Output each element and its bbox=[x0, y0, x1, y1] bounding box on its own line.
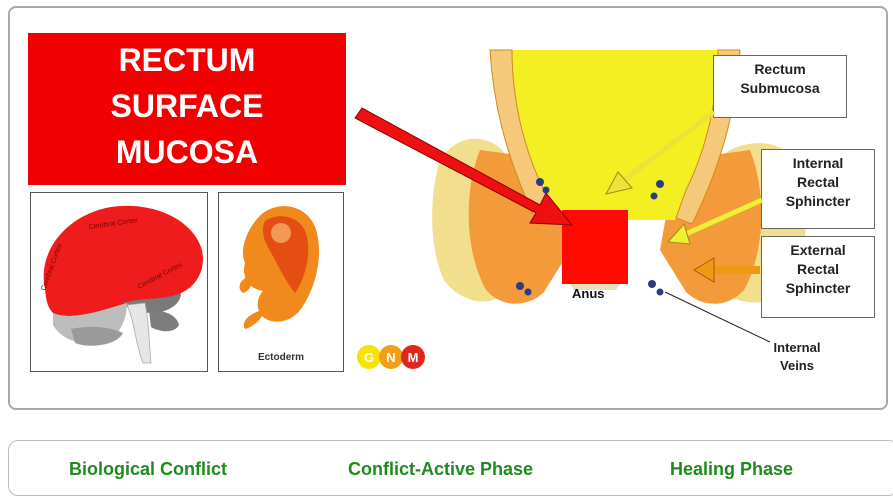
embryo-label: Ectoderm bbox=[219, 352, 343, 363]
embryo-image bbox=[219, 193, 343, 343]
callout-line: Rectal bbox=[762, 260, 874, 279]
title-line: MUCOSA bbox=[28, 129, 346, 175]
callout-line: Internal bbox=[762, 154, 874, 173]
organ-title-box: RECTUM SURFACE MUCOSA bbox=[28, 33, 346, 185]
tab-biological-conflict[interactable]: Biological Conflict bbox=[69, 459, 227, 480]
logo-letter: G bbox=[364, 350, 374, 365]
callout-line: External bbox=[762, 241, 874, 260]
title-line: RECTUM bbox=[28, 37, 346, 83]
callout-rectum-submucosa: Rectum Submucosa bbox=[713, 55, 847, 118]
callout-line: Sphincter bbox=[762, 279, 874, 298]
logo-letter: M bbox=[408, 350, 419, 365]
internal-veins-label: Internal Veins bbox=[752, 339, 842, 375]
callout-line: Rectum bbox=[714, 60, 846, 79]
callout-internal-rectal-sphincter: Internal Rectal Sphincter bbox=[761, 149, 875, 229]
callout-external-rectal-sphincter: External Rectal Sphincter bbox=[761, 236, 875, 318]
veins-line: Internal bbox=[752, 339, 842, 357]
callout-line: Submucosa bbox=[714, 79, 846, 98]
brain-image: Cerebral Cortex Cerebral Cortex Cerebral… bbox=[31, 193, 207, 371]
veins-line: Veins bbox=[752, 357, 842, 375]
brain-illustration: Cerebral Cortex Cerebral Cortex Cerebral… bbox=[30, 192, 208, 372]
callout-line: Rectal bbox=[762, 173, 874, 192]
callout-line: Sphincter bbox=[762, 192, 874, 211]
tab-conflict-active-phase[interactable]: Conflict-Active Phase bbox=[348, 459, 533, 480]
anus-label: Anus bbox=[572, 286, 605, 301]
tab-healing-phase[interactable]: Healing Phase bbox=[670, 459, 793, 480]
logo-letter: N bbox=[386, 350, 395, 365]
embryo-illustration: Ectoderm bbox=[218, 192, 344, 372]
phase-tabs: Biological Conflict Conflict-Active Phas… bbox=[8, 440, 893, 496]
title-line: SURFACE bbox=[28, 83, 346, 129]
